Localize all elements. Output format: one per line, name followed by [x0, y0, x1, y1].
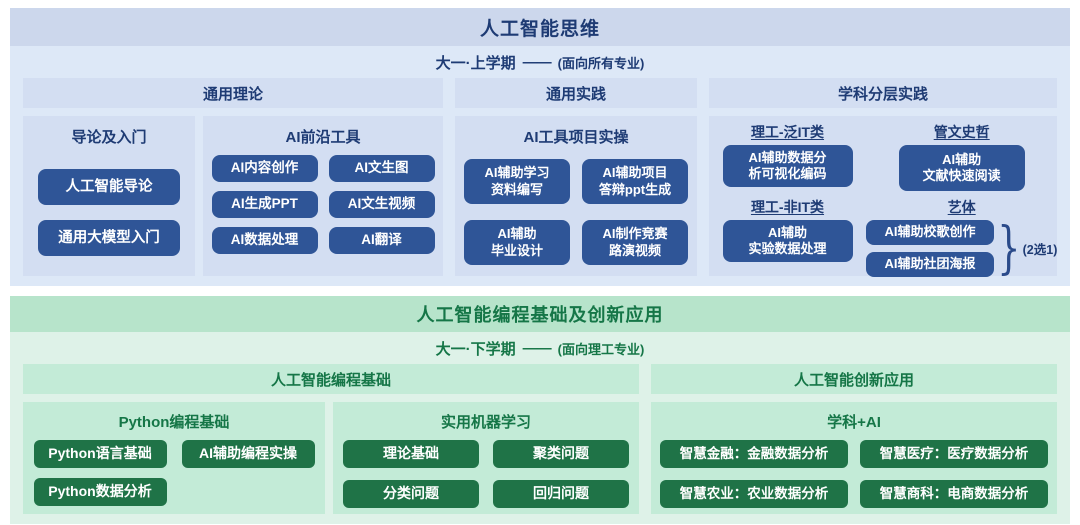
course-item: AI制作竞赛 路演视频: [582, 220, 688, 265]
course-item: 智慧医疗：医疗数据分析: [860, 440, 1048, 468]
curriculum-diagram: 人工智能思维 大一·上学期 —— (面向所有专业) 通用理论 通用实践 学科分层…: [0, 8, 1080, 524]
panel-layered-practice: 理工-泛IT类 AI辅助数据分 析可视化编码 管文史哲 AI辅助 文献快速阅读 …: [709, 116, 1057, 277]
panel-ml-title: 实用机器学习: [440, 414, 531, 431]
dash-separator: ——: [522, 53, 552, 71]
course-item: AI文生视频: [328, 191, 435, 218]
section-title-ai-programming: 人工智能编程基础及创新应用: [10, 296, 1070, 332]
course-item: AI辅助 文献快速阅读: [898, 145, 1025, 191]
group-humanities: 管文史哲 AI辅助 文献快速阅读: [866, 120, 1057, 191]
group-arts-sports: 艺体 AI辅助校歌创作 AI辅助社团海报 } (2选1): [866, 195, 1057, 277]
general-theory-group: 导论及入门 人工智能导论 通用大模型入门 AI前沿工具 AI内容创作 AI文生图…: [23, 116, 443, 276]
panel-intro-items: 人工智能导论 通用大模型入门: [31, 155, 187, 270]
section-ai-thinking: 人工智能思维 大一·上学期 —— (面向所有专业) 通用理论 通用实践 学科分层…: [10, 8, 1070, 286]
course-item: 通用大模型入门: [38, 219, 180, 256]
course-item: AI翻译: [328, 227, 435, 254]
brace-icon: }: [997, 216, 1021, 281]
course-item: 智慧农业：农业数据分析: [660, 480, 848, 508]
panel-frontier-tools-items: AI内容创作 AI文生图 AI生成PPT AI文生视频 AI数据处理 AI翻译: [211, 155, 435, 254]
col-header-general-practice: 通用实践: [455, 78, 697, 108]
section-title-ai-thinking: 人工智能思维: [10, 8, 1070, 46]
course-item: AI辅助社团海报: [866, 252, 994, 277]
dash-separator: ——: [522, 339, 552, 357]
audience-label: (面向理工专业): [557, 341, 645, 357]
course-item: Python语言基础: [33, 440, 167, 468]
semester-label: 大一·下学期: [435, 340, 516, 358]
choose-one-note: (2选1): [1022, 243, 1058, 257]
panel-project-practice-title: AI工具项目实操: [523, 129, 629, 146]
bottom-columns: Python编程基础 Python语言基础 AI辅助编程实操 Python数据分…: [23, 402, 1057, 514]
course-item: AI辅助 毕业设计: [464, 220, 570, 265]
panel-python-basics: Python编程基础 Python语言基础 AI辅助编程实操 Python数据分…: [23, 402, 325, 514]
group-header: 艺体: [947, 199, 976, 215]
course-item: 聚类问题: [493, 440, 629, 468]
arts-course-stack: AI辅助校歌创作 AI辅助社团海报: [866, 220, 994, 277]
course-item: AI辅助编程实操: [181, 440, 315, 468]
panel-python-title: Python编程基础: [118, 414, 230, 431]
group-header: 理工-泛IT类: [750, 124, 825, 140]
course-item: AI数据处理: [211, 227, 318, 254]
choose-one-row: AI辅助校歌创作 AI辅助社团海报 } (2选1): [866, 220, 1057, 277]
panel-ml-items: 理论基础 聚类问题 分类问题 回归问题: [341, 440, 631, 508]
panel-subject-ai-title: 学科+AI: [827, 414, 881, 431]
bottom-column-headers: 人工智能编程基础 人工智能创新应用: [23, 364, 1057, 394]
group-header: 理工-非IT类: [750, 199, 825, 215]
audience-label: (面向所有专业): [557, 55, 645, 71]
panel-project-practice-items: AI辅助学习 资料编写 AI辅助项目 答辩ppt生成 AI辅助 毕业设计 AI制…: [463, 159, 689, 265]
section-title: 人工智能编程基础及创新应用: [416, 305, 664, 325]
course-item: 回归问题: [493, 480, 629, 508]
panel-intro-title: 导论及入门: [71, 129, 147, 146]
panel-python-items: Python语言基础 AI辅助编程实操 Python数据分析: [31, 440, 317, 506]
programming-basics-group: Python编程基础 Python语言基础 AI辅助编程实操 Python数据分…: [23, 402, 639, 514]
course-item: AI辅助学习 资料编写: [464, 159, 570, 204]
page-title: 人工智能思维: [479, 18, 600, 40]
course-item: AI内容创作: [211, 155, 318, 182]
course-item: 智慧商科：电商数据分析: [860, 480, 1048, 508]
col-header-innovation-apps: 人工智能创新应用: [651, 364, 1057, 394]
panel-project-practice: AI工具项目实操 AI辅助学习 资料编写 AI辅助项目 答辩ppt生成 AI辅助…: [455, 116, 697, 276]
panel-subject-ai: 学科+AI 智慧金融：金融数据分析 智慧医疗：医疗数据分析 智慧农业：农业数据分…: [651, 402, 1057, 514]
panel-frontier-tools: AI前沿工具 AI内容创作 AI文生图 AI生成PPT AI文生视频 AI数据处…: [203, 116, 443, 276]
semester-line-bottom: 大一·下学期 —— (面向理工专业): [23, 336, 1057, 360]
group-header: 管文史哲: [933, 124, 990, 140]
course-item: AI文生图: [328, 155, 435, 182]
panel-intro: 导论及入门 人工智能导论 通用大模型入门: [23, 116, 195, 276]
panel-frontier-tools-title: AI前沿工具: [285, 129, 361, 146]
course-item: 人工智能导论: [38, 169, 180, 206]
course-item: 智慧金融：金融数据分析: [660, 440, 848, 468]
semester-label: 大一·上学期: [435, 54, 516, 72]
course-item: AI生成PPT: [211, 191, 318, 218]
col-header-general-theory: 通用理论: [23, 78, 443, 108]
course-item: AI辅助 实验数据处理: [722, 220, 853, 262]
layered-groups: 理工-泛IT类 AI辅助数据分 析可视化编码 管文史哲 AI辅助 文献快速阅读 …: [715, 120, 1057, 277]
course-item: 理论基础: [343, 440, 479, 468]
course-item: AI辅助项目 答辩ppt生成: [582, 159, 688, 204]
top-column-headers: 通用理论 通用实践 学科分层实践: [23, 78, 1057, 108]
panel-machine-learning: 实用机器学习 理论基础 聚类问题 分类问题 回归问题: [333, 402, 639, 514]
course-item: AI辅助校歌创作: [866, 220, 994, 245]
group-sci-it: 理工-泛IT类 AI辅助数据分 析可视化编码: [715, 120, 860, 191]
group-sci-nonit: 理工-非IT类 AI辅助 实验数据处理: [715, 195, 860, 277]
section-body-ai-thinking: 大一·上学期 —— (面向所有专业) 通用理论 通用实践 学科分层实践 导论及入…: [10, 46, 1070, 286]
semester-line-top: 大一·上学期 —— (面向所有专业): [23, 50, 1057, 74]
course-item: Python数据分析: [33, 478, 167, 506]
course-item: AI辅助数据分 析可视化编码: [722, 145, 853, 187]
col-header-programming-basics: 人工智能编程基础: [23, 364, 639, 394]
course-item: 分类问题: [343, 480, 479, 508]
panel-subject-ai-items: 智慧金融：金融数据分析 智慧医疗：医疗数据分析 智慧农业：农业数据分析 智慧商科…: [659, 440, 1049, 508]
col-header-layered-practice: 学科分层实践: [709, 78, 1057, 108]
section-ai-programming: 人工智能编程基础及创新应用 大一·下学期 —— (面向理工专业) 人工智能编程基…: [10, 296, 1070, 524]
top-columns: 导论及入门 人工智能导论 通用大模型入门 AI前沿工具 AI内容创作 AI文生图…: [23, 116, 1057, 277]
section-body-ai-programming: 大一·下学期 —— (面向理工专业) 人工智能编程基础 人工智能创新应用 Pyt…: [10, 332, 1070, 524]
